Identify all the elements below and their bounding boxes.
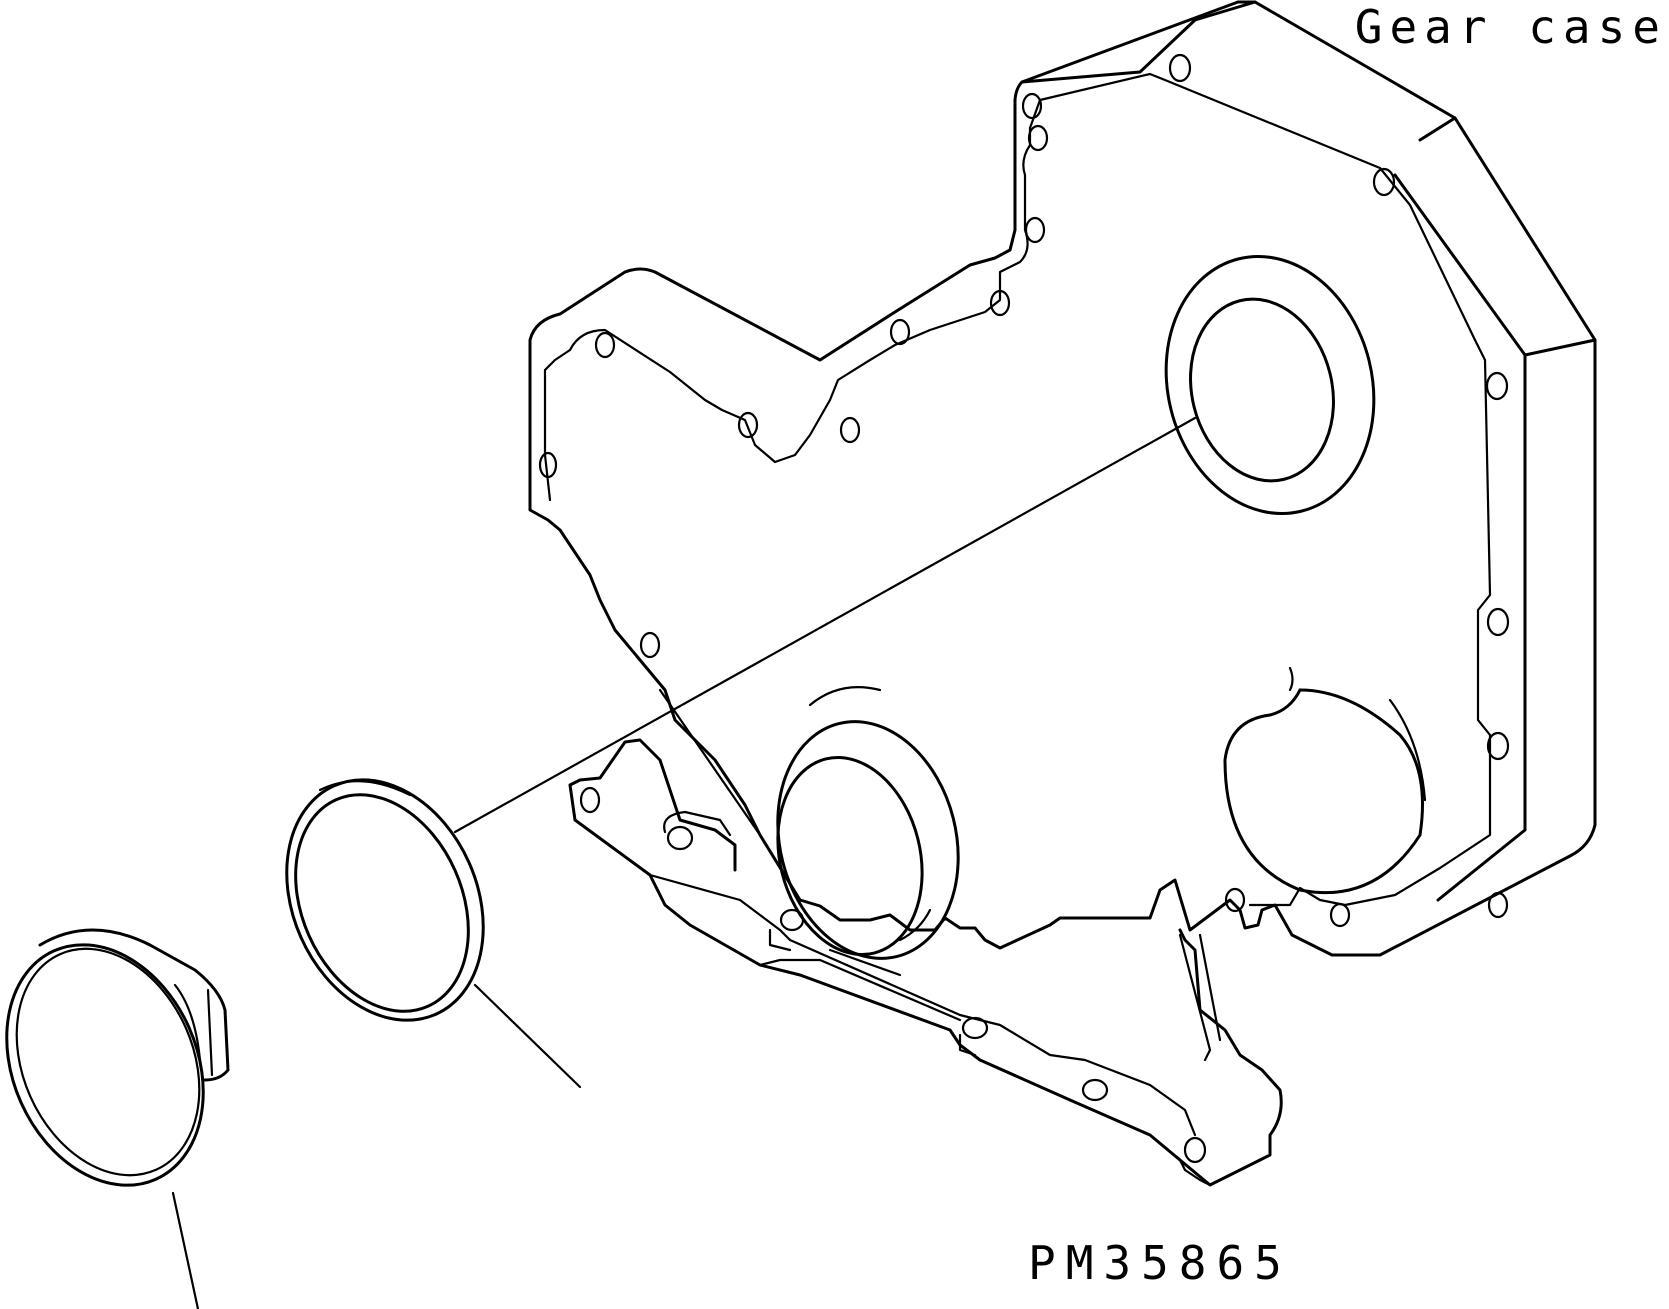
bolt-hole xyxy=(1485,371,1509,401)
seal-ring xyxy=(285,778,485,1022)
bolt-hole xyxy=(1224,887,1246,913)
part-number-label: PM35865 xyxy=(1028,1236,1292,1290)
cap-face xyxy=(5,943,205,1187)
bolt-hole xyxy=(1168,53,1192,83)
cover-outline xyxy=(528,0,1597,957)
bolt-hole xyxy=(1486,731,1510,761)
cover-inner-flange xyxy=(543,72,1492,907)
cover-top-edge xyxy=(1020,0,1257,84)
seal-bore-inner xyxy=(1189,297,1335,483)
diagram-title: Gear case xyxy=(1354,0,1667,54)
seal-ring-callout-line xyxy=(473,983,582,1089)
bolt-hole xyxy=(666,825,694,851)
bolt-hole xyxy=(1487,891,1509,919)
seal-ring-inner xyxy=(294,793,470,1013)
bolt-hole xyxy=(1027,124,1049,152)
bolt-hole xyxy=(1329,902,1351,928)
bolt-hole xyxy=(1486,607,1510,637)
cover-side-right xyxy=(1236,0,1597,902)
foot-lug xyxy=(663,810,977,1057)
bolt-hole xyxy=(1024,216,1046,244)
bolt-hole xyxy=(1183,1136,1207,1164)
cap-step xyxy=(173,983,214,1077)
seal-ring-outer xyxy=(285,778,485,1022)
bolt-hole xyxy=(839,416,861,444)
cap-face-rim xyxy=(15,947,201,1177)
lower-right-bore xyxy=(1223,666,1427,895)
cap-callout-line xyxy=(171,1191,200,1309)
seal-ring-edge xyxy=(318,780,412,797)
bolt-hole xyxy=(538,451,558,479)
bolt-hole xyxy=(579,786,601,814)
mounting-foot xyxy=(568,738,1283,1187)
foot-rib xyxy=(1178,933,1222,1062)
bolt-hole xyxy=(737,411,759,439)
bolt-hole xyxy=(889,318,911,346)
seal-ring-leader xyxy=(453,416,1197,834)
bolt-holes xyxy=(538,53,1510,928)
bore-leader xyxy=(658,688,762,837)
foot-rail xyxy=(648,873,1212,1187)
bolt-hole xyxy=(989,289,1011,317)
seal-bore-outer xyxy=(1164,254,1376,516)
bolt-hole xyxy=(1021,92,1043,120)
bolt-hole xyxy=(1372,167,1396,197)
cap xyxy=(5,928,230,1187)
gear-case-cover xyxy=(528,0,1597,1187)
bolt-hole xyxy=(1081,1078,1109,1102)
leader-lines xyxy=(171,416,1197,1309)
bolt-hole xyxy=(779,908,805,932)
bolt-hole xyxy=(594,331,616,359)
bolt-hole xyxy=(961,1016,989,1040)
foot-bolt-holes xyxy=(579,786,1207,1164)
lower-left-bore xyxy=(776,686,960,960)
bolt-hole xyxy=(639,631,661,659)
cap-body xyxy=(38,928,230,1082)
